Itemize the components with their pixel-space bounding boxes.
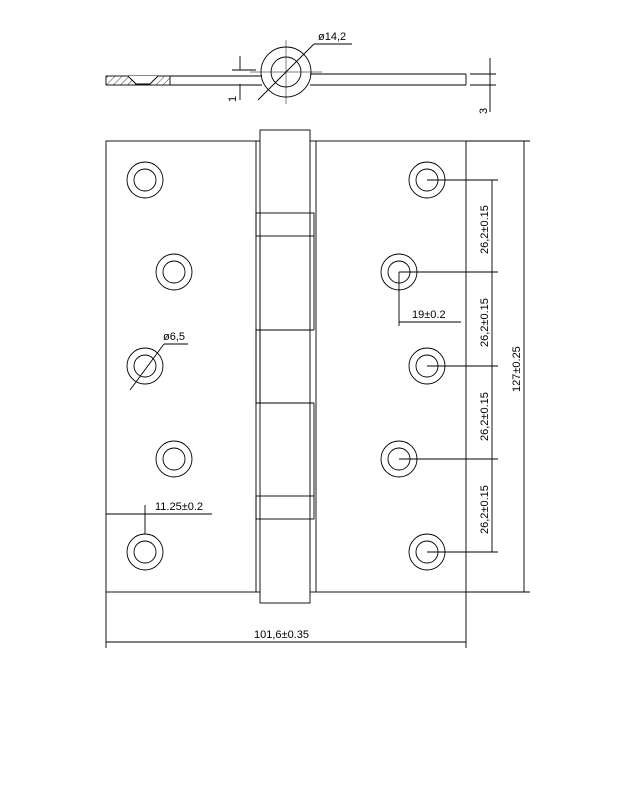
left-screw-hole [126,161,164,199]
left-screw-hole [155,253,193,291]
hole-pitch-label: 26,2±0.15 [479,392,491,441]
front-view [105,129,530,648]
countersink-section [127,75,159,85]
hole-pitch-label: 26,2±0.15 [479,298,491,347]
edge-offset-label: 11.25±0.2 [155,501,203,513]
left-screw-hole [155,440,193,478]
knuckle-segment-1 [255,212,315,237]
pin-diameter-label: ø14,2 [318,31,346,43]
left-screw-hole [126,347,164,385]
left-screw-hole [126,533,164,571]
overall-height-label: 127±0.25 [511,346,523,392]
overall-width-label: 101,6±0.35 [254,629,309,641]
hole-diameter-label: ø6,5 [163,331,185,343]
hole-pitch-label: 26,2±0.15 [479,485,491,534]
knuckle-barrel [259,129,311,604]
right-leaf [315,140,467,593]
hole-pitch-label: 26,2±0.15 [479,205,491,254]
top-section-view [105,40,496,112]
left-leaf [105,140,257,593]
knuckle-segment-2 [255,329,261,404]
leaf-gap-label: 1 [227,96,239,102]
knuckle-segment-3 [255,495,315,520]
hole-offset-label: 19±0.2 [412,309,446,321]
leaf-thickness-label: 3 [478,108,490,114]
